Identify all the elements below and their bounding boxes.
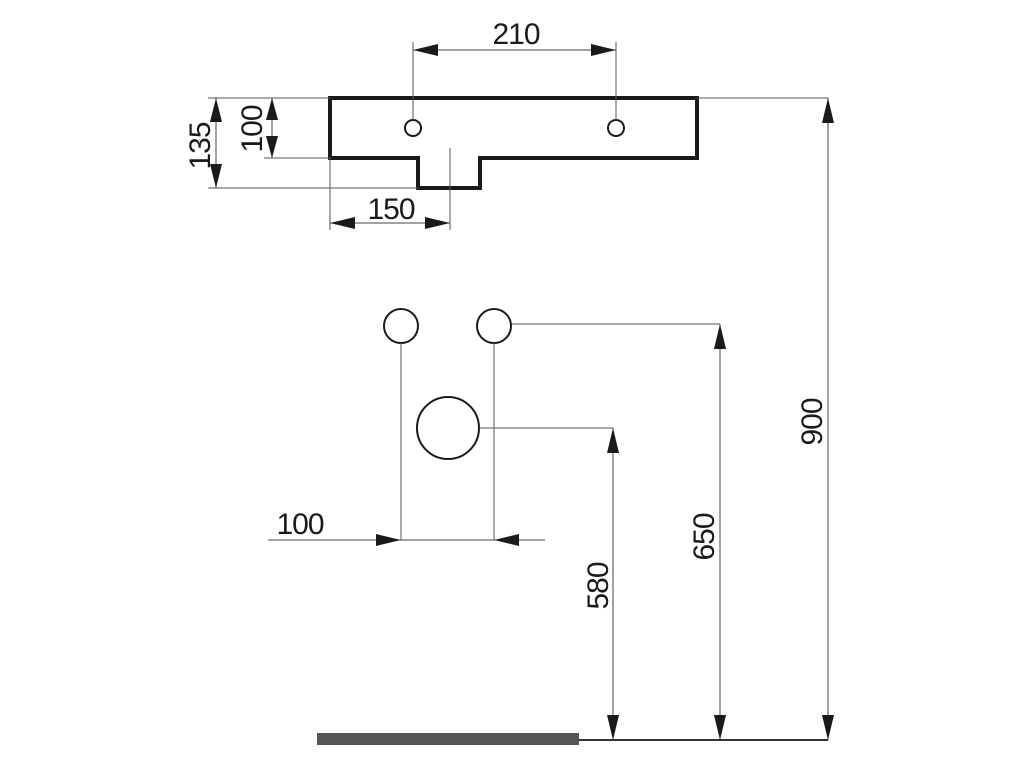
dim-waste-offset-label: 150 — [367, 193, 414, 226]
dim-pipe-spacing: 100 — [268, 508, 545, 546]
dim-rim-height: 900 — [697, 97, 834, 740]
dim-supply-height-label: 650 — [688, 513, 721, 560]
floor-slab — [317, 733, 579, 745]
supply-pipe-right — [476, 308, 512, 344]
basin-outline — [328, 96, 699, 190]
dim-tap-spacing-label: 210 — [492, 18, 539, 51]
dim-rim-height-label: 900 — [796, 398, 829, 445]
dim-pipe-spacing-label: 100 — [276, 508, 323, 541]
dim-waste-height: 580 — [479, 427, 619, 740]
dim-supply-height: 650 — [511, 323, 726, 740]
dim-waste-offset: 150 — [329, 158, 450, 230]
tap-hole-right — [607, 119, 625, 137]
tap-hole-left — [404, 119, 422, 137]
wall-connections — [383, 308, 512, 540]
dim-tap-spacing: 210 — [412, 18, 617, 120]
dim-depth-total: 135 — [184, 97, 418, 189]
dim-depth-basin: 100 — [236, 98, 330, 159]
waste-pipe — [416, 396, 480, 460]
dim-depth-total-label: 135 — [184, 122, 217, 169]
basin-top-view — [328, 96, 699, 230]
dim-waste-height-label: 580 — [582, 562, 615, 609]
floor-line — [317, 733, 828, 745]
supply-pipe-left — [383, 308, 419, 344]
dim-depth-basin-label: 100 — [236, 105, 269, 152]
